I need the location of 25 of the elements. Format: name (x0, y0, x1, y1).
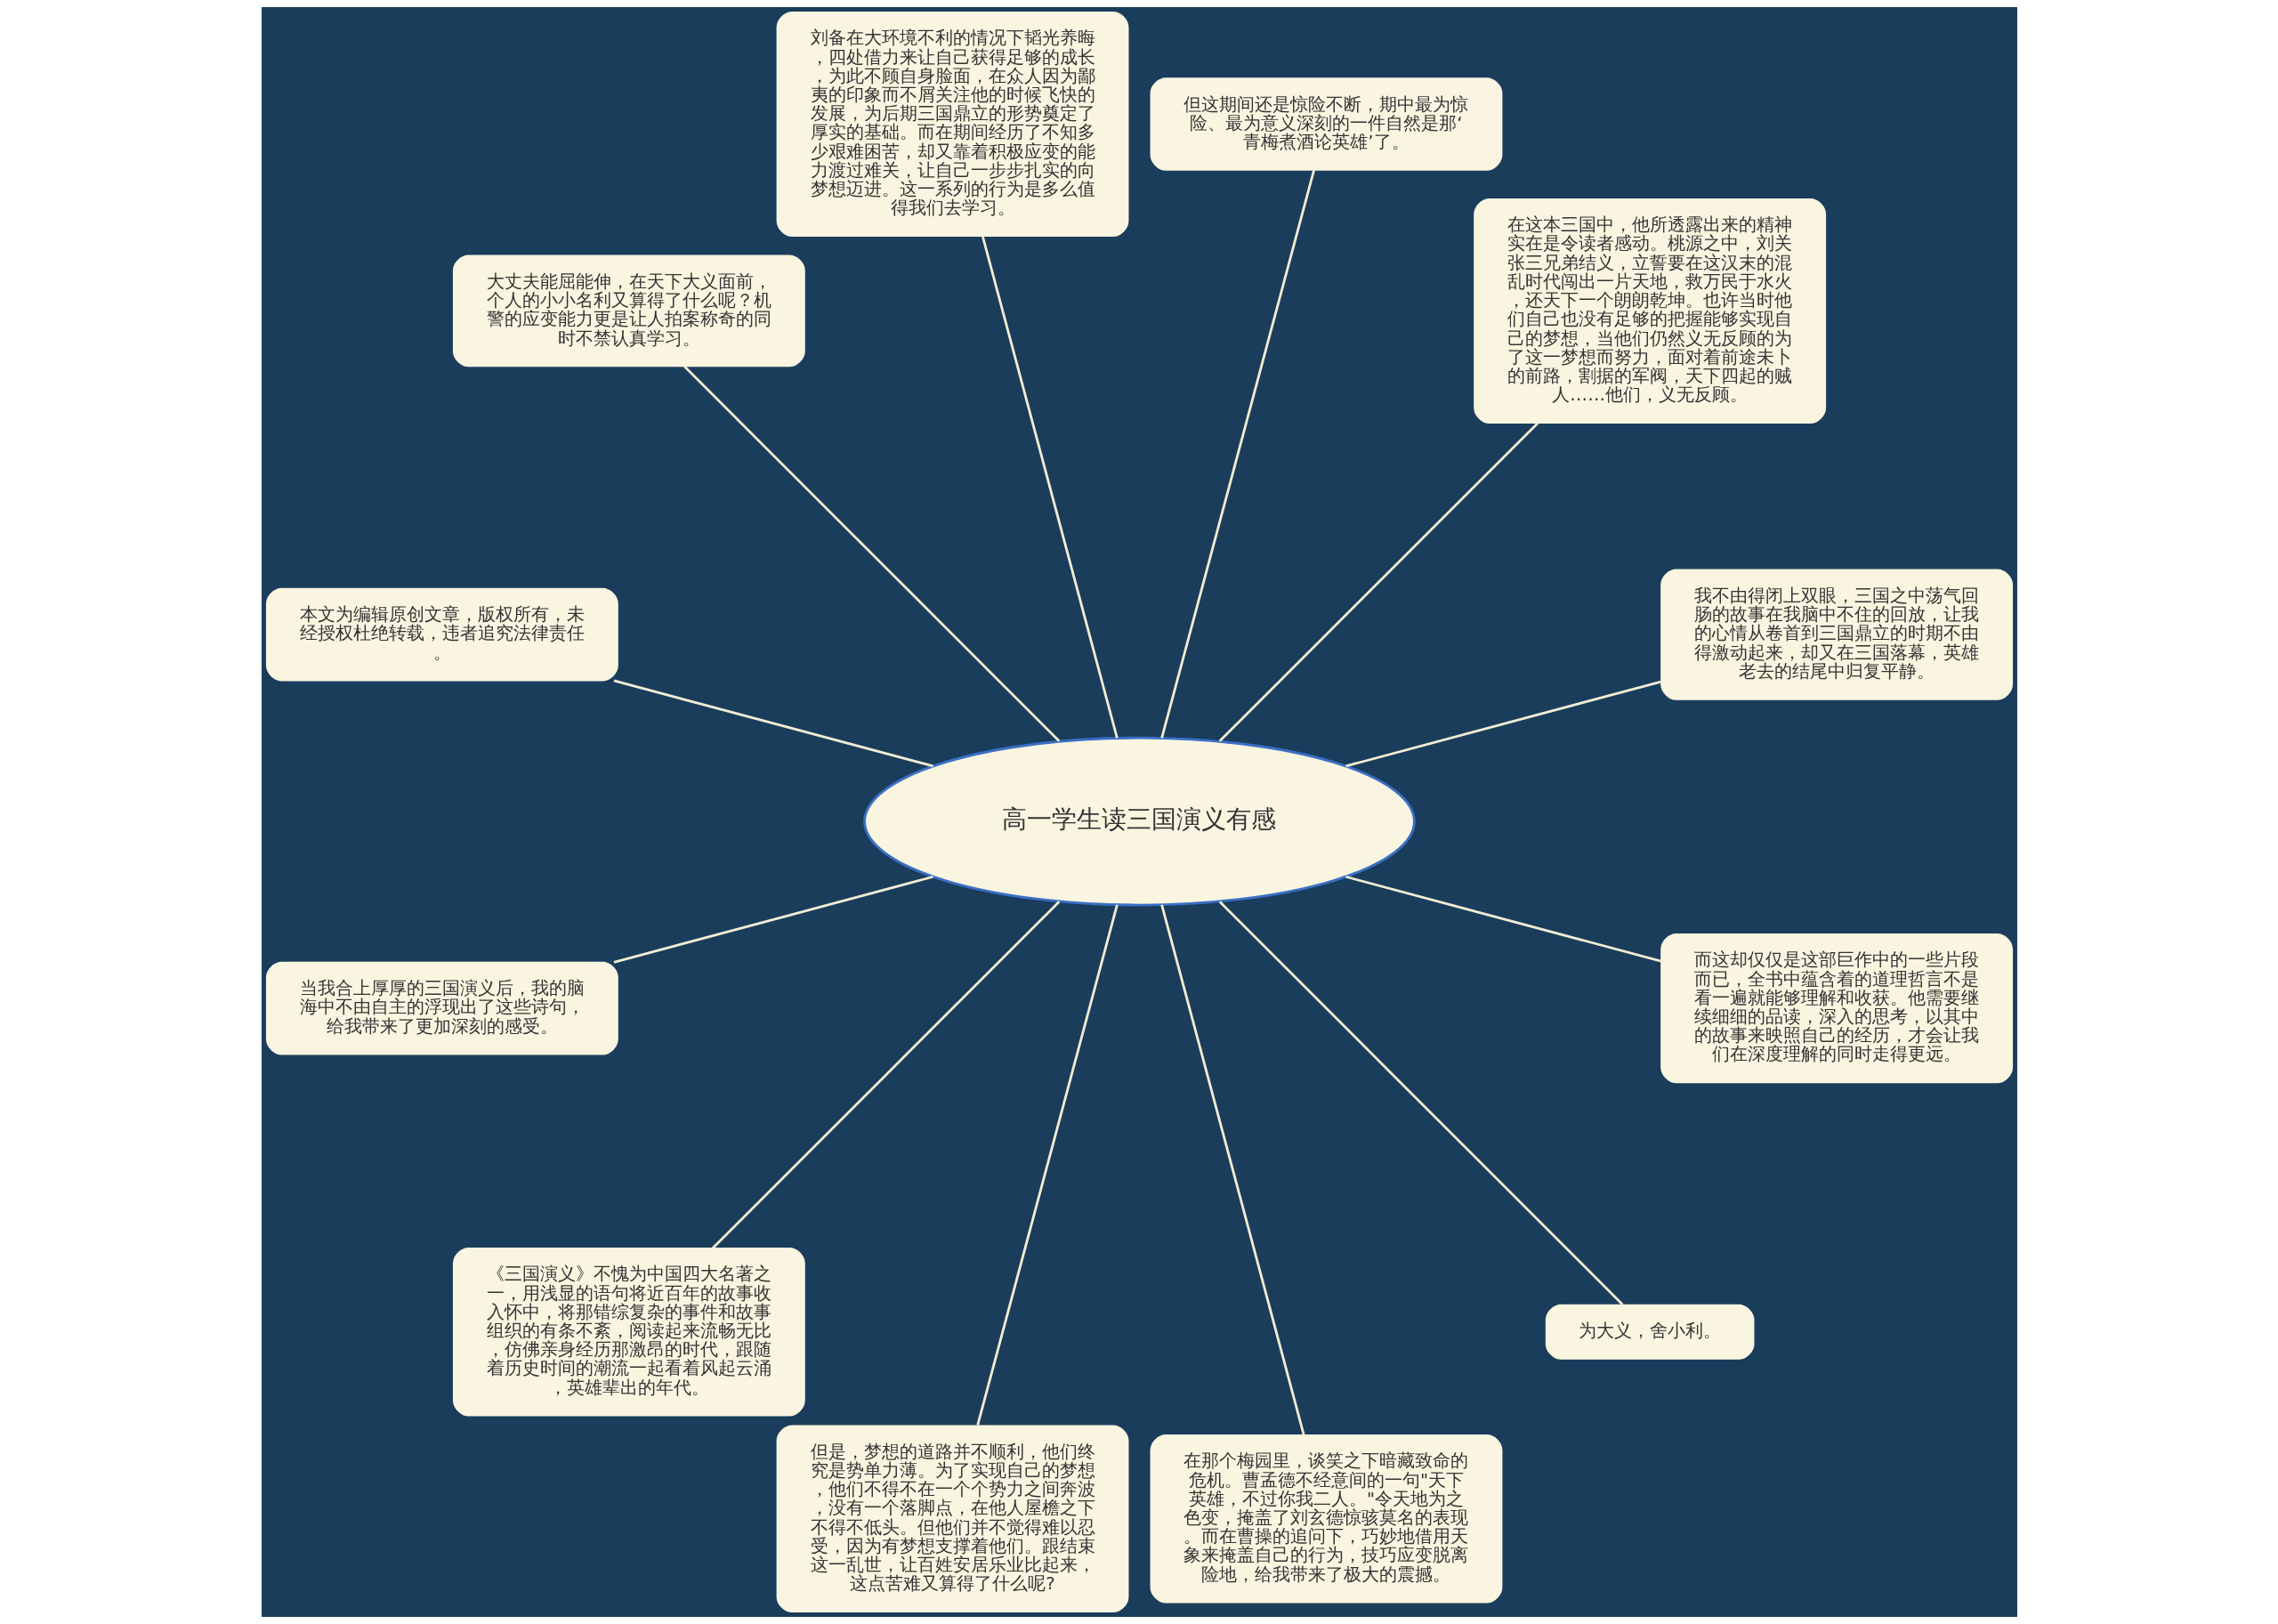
connector (711, 901, 1060, 1249)
connector (1218, 901, 1623, 1305)
node-box: 为大义，舍小利。 (1545, 1304, 1754, 1360)
node-box: 当我合上厚厚的三国演义后，我的脑海中不由自主的浮现出了这些诗句，给我带来了更加深刻的感受。 (265, 961, 618, 1055)
connector (683, 365, 1060, 742)
node-box: 本文为编辑原创文章，版权所有，未经授权杜绝转载，违者追究法律责任。 (265, 587, 618, 682)
connector (1159, 170, 1315, 739)
connector (613, 679, 933, 768)
node-box: 《三国演义》不愧为中国四大名著之一，用浅显的语句将近百年的故事收入怀中，将那错综复杂的事件和故事组织的有条不紊，阅读起来流畅无比，仿佛亲身经历那激昂的时代，跟随着历史时间的潮流一起看着风起云涌，英雄辈出的年代。 (452, 1248, 805, 1417)
node-box: 我不由得闭上双眼，三国之中荡气回肠的故事在我脑中不住的回放，让我的心情从卷首到三国鼎立的时期不由得激动起来，却又在三国落幕，英雄老去的结尾中归复平静。 (1660, 569, 2013, 700)
connector (981, 236, 1119, 739)
connector (1159, 904, 1305, 1435)
node-box: 但这期间还是惊险不断，期中最为惊险、最为意义深刻的一件自然是那‘青梅煮酒论英雄’了。 (1150, 77, 1502, 171)
node-box: 在那个梅园里，谈笑之下暗藏致命的危机。曹孟德不经意间的一句"天下英雄，不过你我二人。"令天地为之色变，掩盖了刘玄德惊骇莫名的表现。而在曹操的追问下，巧妙地借用天象来掩盖自己的行为，技巧应变脱离险地，给我带来了极大的震撼。 (1150, 1434, 1502, 1604)
connector (1345, 875, 1661, 963)
node-box: 在这本三国中，他所透露出来的精神实在是令读者感动。桃源之中，刘关张三兄弟结义，立誓要在这汉末的混乱时代闯出一片天地，救万民于水火，还天下一个朗朗乾坤。也许当时他们自己也没有足够的把握能够实现自己的梦想，当他们仍然义无反顾的为了这一梦想而努力，面对着前途未卜的前路，割据的军阀，天下四起的贼人……他们，义无反顾。 (1473, 198, 1826, 424)
node-box: 而这却仅仅是这部巨作中的一些片段而已，全书中蕴含着的道理哲言不是看一遍就能够理解和收获。他需要继续细细的品读，深入的思考，以其中的故事来映照自己的经历，才会让我们在深度理解的同时走得更远。 (1660, 933, 2013, 1084)
node-box: 大丈夫能屈能伸，在天下大义面前，个人的小小名利又算得了什么呢？机警的应变能力更是让人拍案称奇的同时不禁认真学习。 (452, 255, 805, 368)
connector (613, 875, 933, 964)
connector (1345, 680, 1661, 768)
node-box: 刘备在大环境不利的情况下韬光养晦，四处借力来让自己获得足够的成长，为此不顾自身脸面，在众人因为鄙夷的印象而不屑关注他的时候飞快的发展，为后期三国鼎立的形势奠定了厚实的基础。而在期间经历了不知多少艰难困苦，却又靠着积极应变的能力渡过难关，让自己一步步扎实的向梦想迈进。这一系列的行为是多么值得我们去学习。 (776, 11, 1128, 237)
node-ellipse: 高一学生读三国演义有感 (862, 736, 1416, 907)
node-box: 但是，梦想的道路并不顺利，他们终究是势单力薄。为了实现自己的梦想，他们不得不在一个个势力之间奔波，没有一个落脚点，在他人屋檐之下不得不低头。但他们并不觉得难以忍受，因为有梦想支撑着他们。跟结束这一乱世，让百姓安居乐业比起来，这点苦难又算得了什么呢? (776, 1425, 1128, 1613)
connector (975, 904, 1119, 1426)
connector (1218, 422, 1539, 742)
